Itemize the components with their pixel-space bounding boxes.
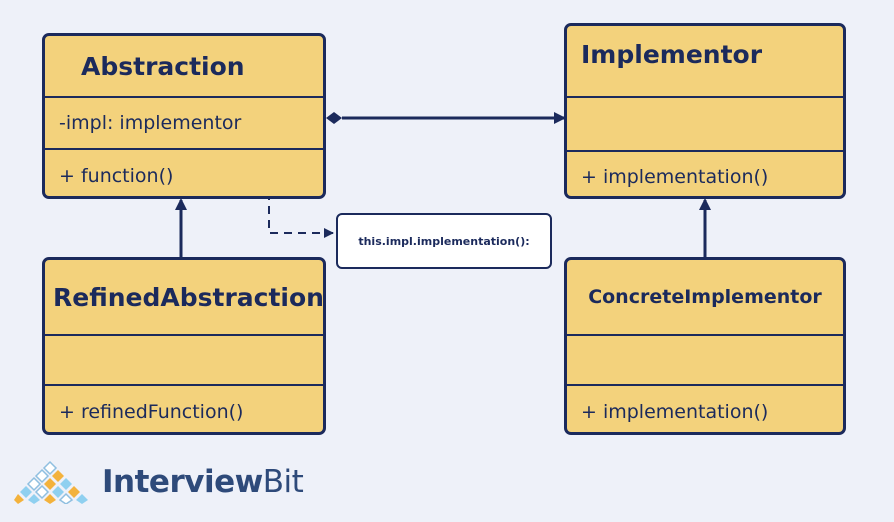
class-concrete-implementor-method: + implementation(): [581, 401, 769, 423]
class-concrete-implementor-name: ConcreteImplementor: [588, 286, 822, 308]
brand-name-light: Bit: [262, 464, 304, 500]
class-implementor-name: Implementor: [581, 39, 763, 69]
class-refined-abstraction-name: RefinedAbstraction: [53, 282, 324, 312]
note-box: this.impl.implementation():: [336, 213, 552, 269]
brand-logo: InterviewBit: [14, 460, 304, 504]
class-abstraction-name: Abstraction: [81, 51, 245, 81]
class-concrete-implementor-attributes-section: [567, 334, 843, 384]
class-refined-abstraction[interactable]: RefinedAbstraction + refinedFunction(): [42, 257, 326, 435]
class-concrete-implementor-methods-section: + implementation(): [567, 384, 843, 432]
class-implementor-method: + implementation(): [581, 166, 769, 188]
brand-name: InterviewBit: [102, 464, 304, 500]
class-concrete-implementor[interactable]: ConcreteImplementor + implementation(): [564, 257, 846, 435]
class-abstraction-attributes-section: -impl: implementor: [45, 96, 323, 148]
class-concrete-implementor-name-section: ConcreteImplementor: [567, 260, 843, 334]
class-abstraction-attribute: -impl: implementor: [59, 112, 242, 134]
composition-diamond: [326, 112, 342, 124]
note-text: this.impl.implementation():: [358, 234, 530, 248]
diamond-grid-icon: [14, 460, 88, 504]
class-implementor-attributes-section: [567, 96, 843, 150]
class-abstraction[interactable]: Abstraction -impl: implementor + functio…: [42, 33, 326, 199]
brand-name-bold: Interview: [102, 464, 263, 500]
class-implementor[interactable]: Implementor + implementation(): [564, 23, 846, 199]
class-refined-abstraction-method: + refinedFunction(): [59, 401, 244, 423]
class-abstraction-methods-section: + function(): [45, 148, 323, 196]
class-refined-abstraction-methods-section: + refinedFunction(): [45, 384, 323, 432]
class-refined-abstraction-attributes-section: [45, 334, 323, 384]
class-refined-abstraction-name-section: RefinedAbstraction: [45, 260, 323, 334]
class-implementor-name-section: Implementor: [567, 26, 843, 96]
class-abstraction-method: + function(): [59, 165, 174, 187]
class-implementor-methods-section: + implementation(): [567, 150, 843, 196]
class-abstraction-name-section: Abstraction: [45, 36, 323, 96]
